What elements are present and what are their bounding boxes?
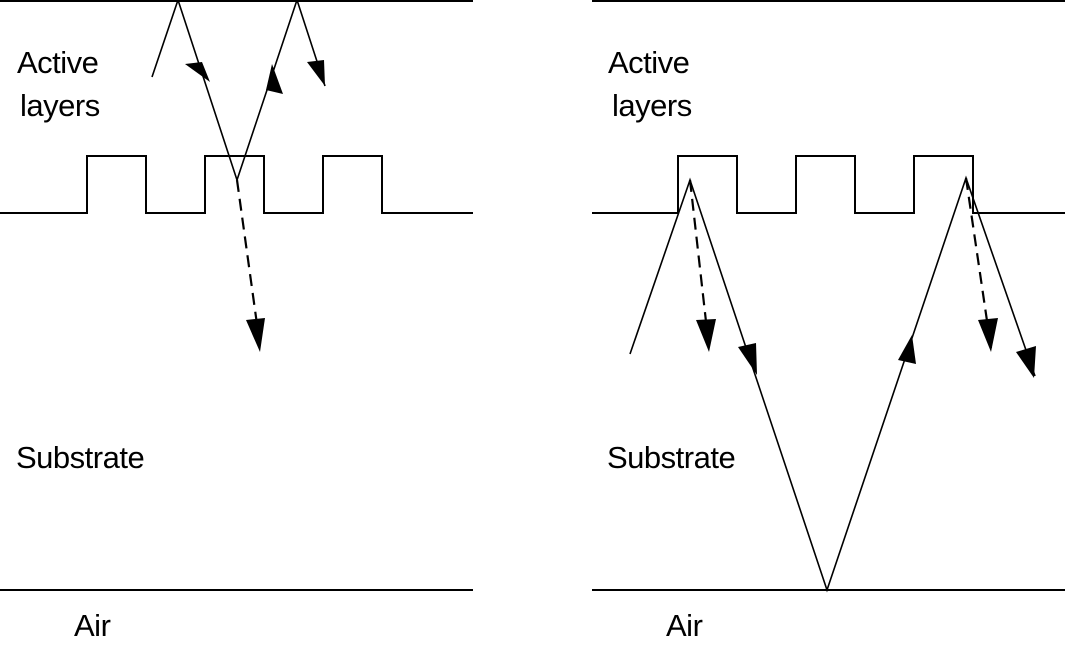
left-substrate-label: Substrate bbox=[16, 440, 145, 475]
left-diffracted-up-arrowhead bbox=[266, 64, 283, 94]
left-diffracted-ray bbox=[236, 0, 326, 181]
left-transmitted-ray bbox=[235, 179, 262, 347]
right-air-label: Air bbox=[666, 608, 703, 643]
right-grating bbox=[592, 155, 1065, 214]
left-air-label: Air bbox=[74, 608, 111, 643]
right-panel bbox=[592, 0, 1065, 593]
left-grating bbox=[0, 155, 473, 214]
left-active-label-line2: layers bbox=[20, 88, 100, 123]
left-incident-ray bbox=[151, 0, 238, 181]
left-transmitted-arrowhead bbox=[246, 318, 265, 352]
right-leaky-arrowhead-1 bbox=[696, 319, 716, 352]
right-active-label-line2: layers bbox=[612, 88, 692, 123]
right-substrate-label: Substrate bbox=[607, 440, 736, 475]
left-reflected-arrowhead bbox=[307, 60, 325, 86]
right-guided-ray bbox=[629, 175, 1036, 593]
right-outcoupled-arrowhead bbox=[1016, 346, 1036, 378]
left-active-label-line1: Active bbox=[17, 45, 99, 80]
right-leaky-arrowhead-2 bbox=[978, 318, 998, 352]
right-active-label-line1: Active bbox=[608, 45, 690, 80]
left-incident-arrowhead bbox=[185, 62, 210, 82]
right-guided-up-arrowhead bbox=[898, 335, 916, 364]
left-panel bbox=[0, 0, 473, 591]
right-guided-down-arrowhead bbox=[738, 343, 757, 375]
